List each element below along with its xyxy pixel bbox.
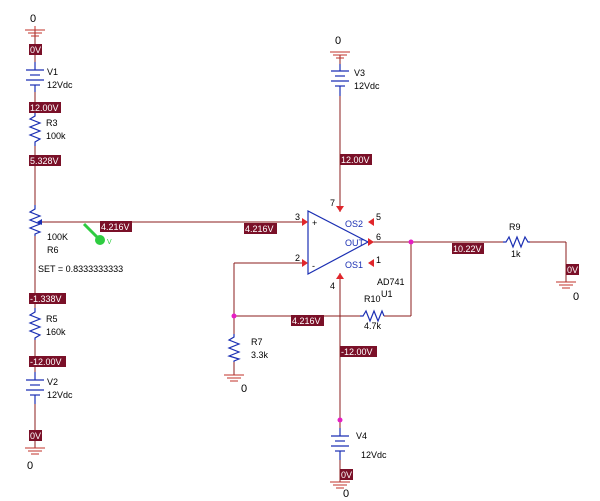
node-dot [231, 313, 237, 319]
pin-number: 3 [295, 212, 300, 222]
pot-value: 100K [47, 232, 68, 242]
resistor-name: R3 [46, 118, 58, 128]
voltage-tag: -12.00V [341, 347, 373, 357]
pin-marker [302, 259, 308, 267]
ground-label: 0 [335, 35, 341, 47]
resistor-name: R7 [251, 337, 263, 347]
ground-label: 0 [573, 291, 579, 303]
source-v2: V2 12Vdc [26, 372, 73, 404]
source-name: V1 [47, 67, 58, 77]
resistor-value: 160k [46, 327, 66, 337]
pot-name: R6 [47, 245, 59, 255]
source-v4: V4 12Vdc [331, 428, 387, 460]
pin-number: 2 [295, 253, 300, 263]
pin-number: 1 [376, 255, 381, 265]
pin-marker [368, 218, 374, 226]
pin-marker [302, 218, 308, 226]
ground-r9: 0 [556, 281, 579, 303]
source-name: V2 [47, 377, 58, 387]
resistor-r5: R5 160k [28, 308, 66, 340]
pin-marker [368, 238, 374, 246]
pin-number: 4 [330, 281, 335, 291]
source-value: 12Vdc [361, 450, 387, 460]
voltage-tag: -1.338V [30, 294, 62, 304]
ground-label: 0 [27, 460, 33, 472]
ground-v1: 0 [25, 13, 45, 37]
voltage-tag: -12.00V [30, 357, 62, 367]
node-dot [337, 417, 343, 423]
voltage-tag: 0V [341, 470, 352, 480]
pin-number: 5 [376, 212, 381, 222]
potentiometer-r6: 100K R6 SET = 0.8333333333 [28, 205, 123, 274]
os2-label: OS2 [345, 219, 363, 229]
resistor-name: R10 [364, 294, 381, 304]
out-label: OUT [345, 238, 365, 248]
opamp-plus-sign: + [312, 218, 317, 228]
voltage-tags: 0V 12.00V 5.328V 4.216V 4.216V -1.338V -… [29, 44, 579, 480]
resistor-r7: R7 3.3k [227, 334, 269, 362]
pin-number: 6 [376, 232, 381, 242]
voltage-tag: 4.216V [245, 224, 274, 234]
ground-v3: 0 [330, 35, 350, 59]
ground-v2: 0 [25, 447, 45, 472]
pot-set: SET = 0.8333333333 [38, 264, 123, 274]
pin-marker [336, 206, 344, 212]
ground-r7: 0 [224, 374, 247, 395]
voltage-tag: 12.00V [341, 155, 370, 165]
opamp-u1: + - 3 2 7 4 6 5 1 OS2 OUT OS1 AD741 U1 [295, 198, 405, 299]
voltage-tag: 0V [30, 431, 41, 441]
ground-v4: 0 [330, 481, 350, 500]
source-v1: V1 12Vdc [26, 62, 73, 92]
probe-label: V [107, 239, 112, 246]
voltage-tag: 5.328V [30, 156, 59, 166]
source-name: V4 [356, 431, 367, 441]
wires [34, 30, 567, 482]
voltage-tag: 12.00V [30, 103, 59, 113]
voltage-tag: 4.216V [101, 222, 130, 232]
resistor-value: 4.7k [364, 321, 382, 331]
resistor-name: R5 [46, 314, 58, 324]
resistor-r10: R10 4.7k [360, 294, 385, 331]
resistor-value: 100k [46, 131, 66, 141]
pin-marker [368, 259, 374, 267]
voltage-tag: 4.216V [292, 316, 321, 326]
source-name: V3 [354, 68, 365, 78]
voltage-tag: 10.22V [453, 244, 482, 254]
source-v3: V3 12Vdc [331, 64, 380, 96]
ground-label: 0 [30, 13, 36, 25]
resistor-value: 3.3k [251, 350, 269, 360]
voltage-probe[interactable]: V [82, 222, 112, 246]
ground-label: 0 [241, 383, 247, 395]
resistor-r9: R9 1k [503, 222, 530, 259]
resistor-name: R9 [509, 222, 521, 232]
pin-number: 7 [330, 198, 335, 208]
source-value: 12Vdc [47, 80, 73, 90]
opamp-part: AD741 [377, 277, 405, 287]
os1-label: OS1 [345, 260, 363, 270]
source-value: 12Vdc [354, 81, 380, 91]
source-value: 12Vdc [47, 390, 73, 400]
opamp-ref: U1 [381, 289, 393, 299]
opamp-minus-sign: - [312, 261, 315, 271]
pin-marker [336, 273, 344, 279]
resistor-value: 1k [511, 249, 521, 259]
node-dot [408, 239, 414, 245]
voltage-tag: 0V [30, 45, 41, 55]
resistor-r3: R3 100k [28, 112, 66, 146]
ground-label: 0 [343, 488, 349, 500]
voltage-tag: 0V [567, 265, 578, 275]
